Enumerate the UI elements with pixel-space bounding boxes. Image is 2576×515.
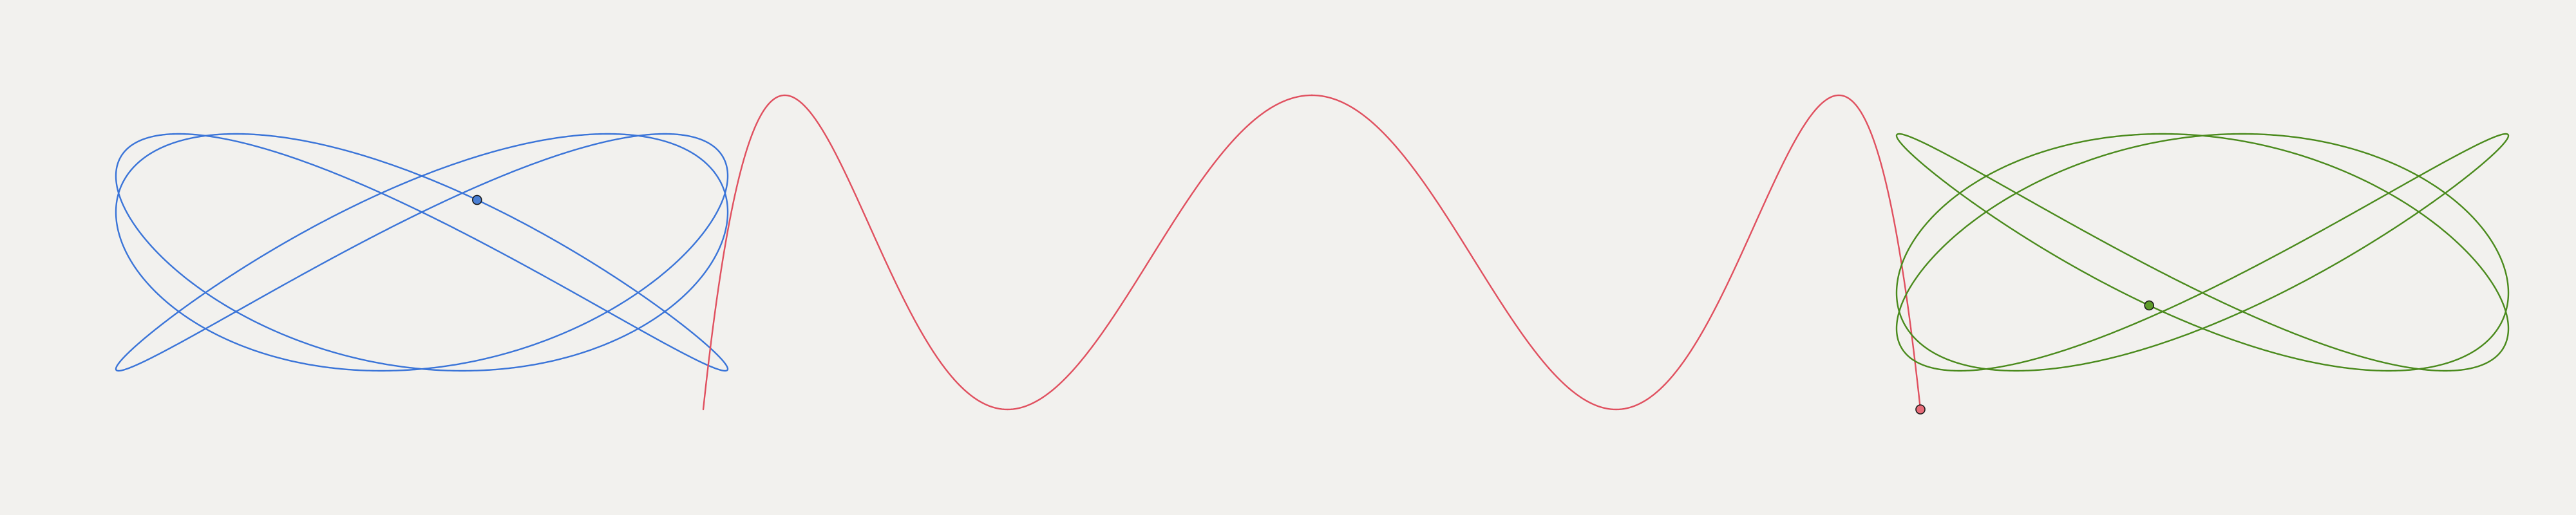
center-curve-marker bbox=[1915, 404, 1926, 415]
left-curve-marker bbox=[471, 194, 482, 205]
center-curve bbox=[702, 94, 1922, 411]
right-curve bbox=[1895, 133, 2510, 372]
right-curve-marker bbox=[2144, 300, 2154, 311]
left-curve bbox=[115, 133, 729, 372]
